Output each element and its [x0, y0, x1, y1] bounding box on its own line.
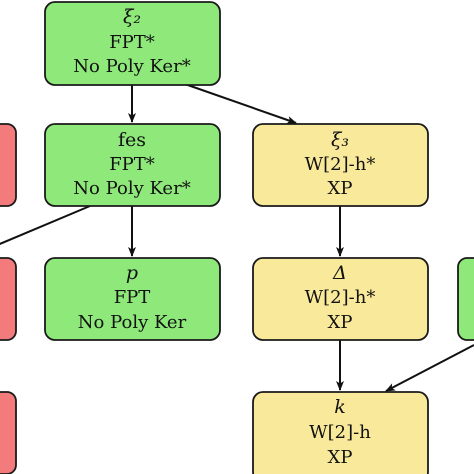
node-xi3-line2: XP [328, 178, 353, 199]
node-xi2-line1: FPT* [109, 32, 155, 53]
node-xi3: ξ₃ W[2]-h* XP [252, 123, 429, 207]
node-delta: Δ W[2]-h* XP [252, 257, 429, 341]
node-p-line2: No Poly Ker [78, 312, 187, 333]
node-delta-line2: XP [328, 312, 353, 333]
partial-node-left-3 [0, 391, 17, 474]
node-fes-line1: FPT* [109, 154, 155, 175]
partial-node-right-1 [457, 257, 474, 341]
node-xi2-title: ξ₂ [123, 6, 141, 28]
node-fes-line2: No Poly Ker* [73, 178, 190, 199]
node-fes-title: fes [118, 129, 146, 151]
node-xi2-line2: No Poly Ker* [73, 56, 190, 77]
partial-node-left-2 [0, 257, 17, 341]
node-k-title: k [334, 396, 346, 418]
node-xi2: ξ₂ FPT* No Poly Ker* [44, 1, 221, 86]
node-p-title: p [126, 262, 138, 284]
node-k-line2: XP [328, 447, 353, 468]
node-delta-title: Δ [332, 262, 347, 284]
node-fes: fes FPT* No Poly Ker* [44, 123, 221, 207]
node-xi3-line1: W[2]-h* [305, 154, 376, 175]
node-p-line1: FPT [114, 287, 151, 308]
node-k: k W[2]-h XP [252, 391, 429, 474]
node-xi3-title: ξ₃ [331, 129, 349, 151]
node-p: p FPT No Poly Ker [44, 257, 221, 341]
node-k-line1: W[2]-h [309, 422, 371, 443]
edge-right-to-k [385, 344, 474, 392]
partial-node-left-1 [0, 123, 17, 207]
edge-xi2-to-xi3 [181, 82, 297, 124]
node-delta-line1: W[2]-h* [305, 287, 376, 308]
edge-fes-to-left [0, 205, 91, 245]
